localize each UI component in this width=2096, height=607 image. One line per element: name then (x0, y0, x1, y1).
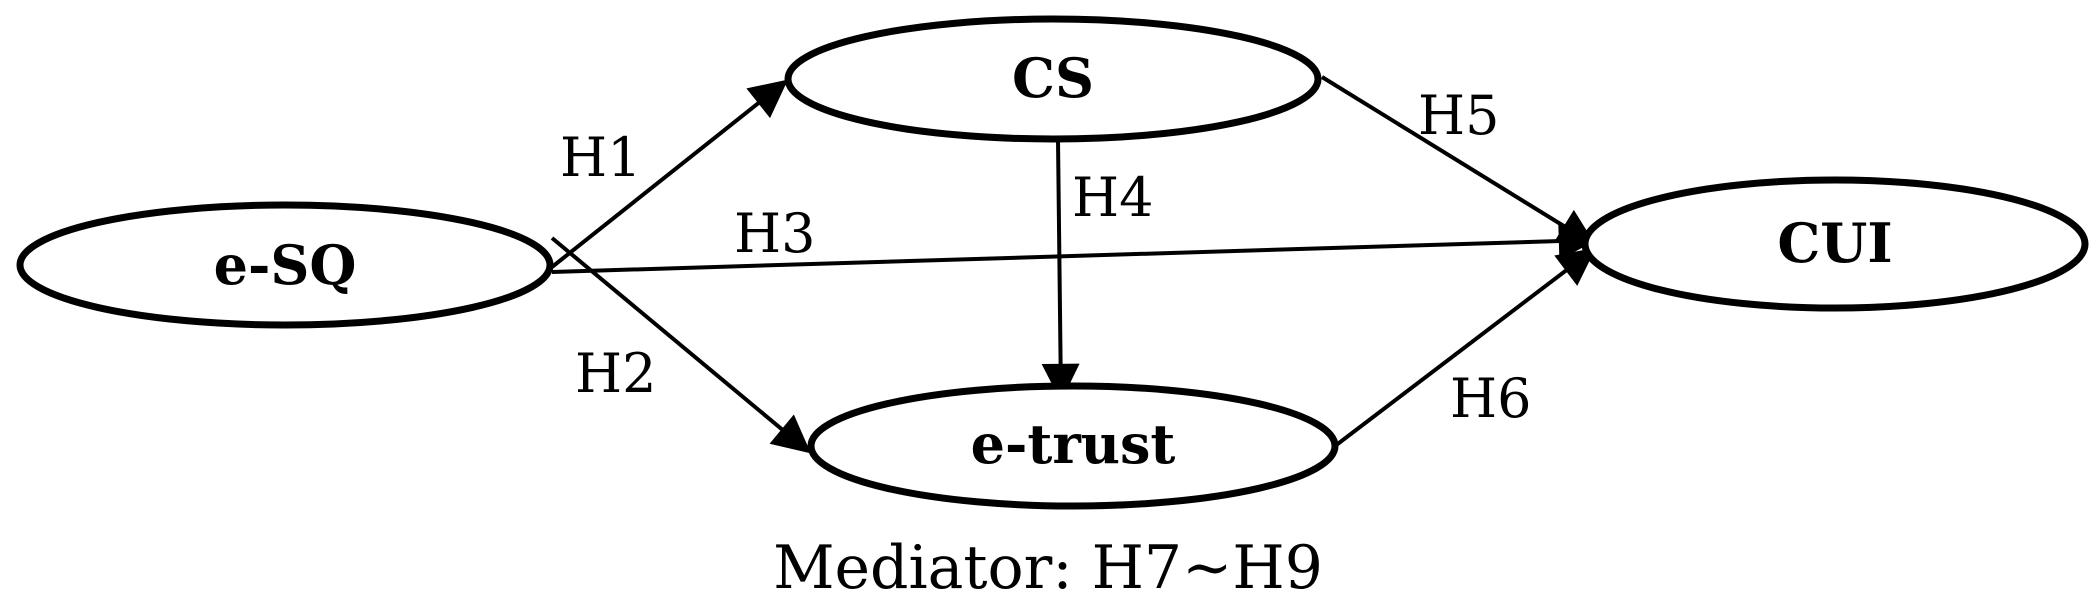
edge-label-h5: H5 (1418, 84, 1499, 147)
node-cui: CUI (1581, 176, 2089, 312)
edge-h1 (550, 79, 788, 269)
edges (550, 75, 1597, 454)
edge-label-h1: H1 (560, 126, 641, 189)
edge-label-h6: H6 (1450, 367, 1531, 430)
edge-h4 (1041, 139, 1080, 402)
edge-label-h4: H4 (1072, 166, 1153, 229)
node-etrust: e-trust (807, 382, 1339, 510)
node-esq: e-SQ (16, 201, 554, 329)
mediator-caption: Mediator: H7~H9 (773, 533, 1323, 603)
edge-h5 (1320, 75, 1597, 246)
node-cs-label: CS (1012, 46, 1094, 110)
node-esq-label: e-SQ (214, 233, 357, 297)
edge-h3 (551, 222, 1597, 274)
node-cs: CS (784, 15, 1322, 143)
edge-label-h3: H3 (734, 202, 815, 265)
node-cui-label: CUI (1777, 211, 1892, 275)
edge-label-h2: H2 (575, 342, 656, 405)
edge-h2 (550, 236, 811, 454)
node-etrust-label: e-trust (971, 412, 1176, 476)
edge-h6 (1333, 247, 1597, 448)
